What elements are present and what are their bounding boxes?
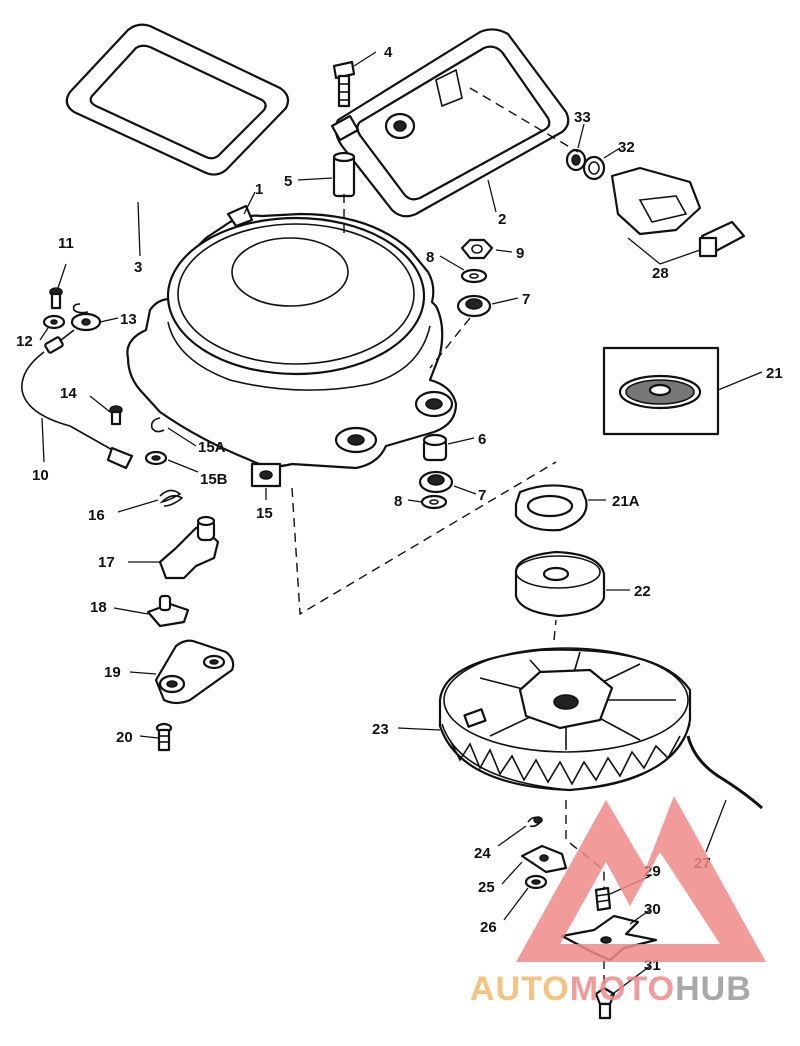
label-5: 5 bbox=[284, 173, 292, 190]
label-21: 21 bbox=[766, 365, 783, 382]
label-20: 20 bbox=[116, 729, 133, 746]
label-8-lower: 8 bbox=[394, 493, 402, 510]
label-26: 26 bbox=[480, 919, 497, 936]
label-7-upper: 7 bbox=[522, 291, 530, 308]
part-7-grommet-lower bbox=[418, 470, 454, 494]
part-17-lever bbox=[158, 515, 220, 580]
part-32-bushing bbox=[582, 155, 606, 181]
label-18: 18 bbox=[90, 599, 107, 616]
part-29-spring bbox=[594, 886, 612, 912]
label-10: 10 bbox=[32, 467, 49, 484]
leader-lines bbox=[39, 51, 763, 997]
part-26-clip bbox=[524, 874, 548, 890]
part-7-grommet-upper bbox=[456, 294, 492, 318]
part-31-screw bbox=[594, 986, 616, 1020]
label-9: 9 bbox=[516, 245, 524, 262]
watermark-triangle-icon bbox=[516, 796, 766, 962]
part-21a-retainer bbox=[514, 484, 588, 532]
part-13-clip bbox=[70, 303, 102, 332]
part-12-washer bbox=[42, 314, 66, 330]
label-4: 4 bbox=[384, 44, 393, 61]
label-6: 6 bbox=[478, 431, 486, 448]
part-2-handle-housing bbox=[330, 28, 570, 218]
part-16-spring bbox=[159, 489, 184, 507]
part-3-gasket bbox=[65, 23, 290, 176]
part-15-nut bbox=[250, 462, 282, 488]
label-11: 11 bbox=[58, 235, 74, 252]
label-1: 1 bbox=[255, 181, 263, 198]
label-17: 17 bbox=[98, 554, 115, 571]
part-15a-clip bbox=[150, 417, 165, 433]
label-7-lower: 7 bbox=[478, 487, 486, 504]
label-33: 33 bbox=[574, 109, 591, 126]
part-22-hub bbox=[514, 550, 606, 618]
watermark-text: AUTOMOTOHUB bbox=[470, 970, 752, 1008]
part-10-ground-wire bbox=[21, 329, 134, 470]
label-28: 28 bbox=[652, 265, 669, 282]
part-6-spacer bbox=[422, 433, 448, 462]
label-32: 32 bbox=[618, 139, 635, 156]
part-1-starter-housing bbox=[126, 204, 458, 470]
part-23-pulley bbox=[438, 647, 692, 792]
label-12: 12 bbox=[16, 333, 33, 350]
label-15b: 15B bbox=[200, 471, 228, 488]
part-8-washer-upper bbox=[460, 268, 488, 284]
label-15a: 15A bbox=[198, 439, 226, 456]
part-14-screw bbox=[109, 405, 123, 426]
part-19-bracket bbox=[154, 639, 235, 705]
part-18-pawl bbox=[146, 594, 190, 628]
part-11-screw bbox=[49, 287, 63, 310]
part-4-screw bbox=[332, 60, 356, 108]
label-23: 23 bbox=[372, 721, 389, 738]
part-9-nut bbox=[460, 238, 494, 260]
part-21-friction-plate bbox=[602, 346, 720, 436]
part-33-seal bbox=[565, 148, 587, 172]
label-24: 24 bbox=[474, 845, 491, 862]
label-19: 19 bbox=[104, 664, 121, 681]
part-15b-washer bbox=[144, 450, 168, 466]
label-2: 2 bbox=[498, 211, 506, 228]
label-15: 15 bbox=[256, 505, 273, 522]
part-27-rope bbox=[686, 735, 763, 810]
part-5-spacer bbox=[332, 151, 356, 198]
label-14: 14 bbox=[60, 385, 77, 402]
label-22: 22 bbox=[634, 583, 651, 600]
label-8-upper: 8 bbox=[426, 249, 434, 266]
label-25: 25 bbox=[478, 879, 495, 896]
part-8-washer-lower bbox=[420, 494, 448, 510]
label-30: 30 bbox=[644, 901, 661, 918]
label-13: 13 bbox=[120, 311, 137, 328]
watermark-logo: AUTOMOTOHUB bbox=[470, 796, 766, 1008]
label-3: 3 bbox=[134, 259, 142, 276]
part-24-spring bbox=[527, 816, 544, 828]
part-25-pawl bbox=[520, 844, 568, 874]
label-21a: 21A bbox=[612, 493, 640, 510]
part-28-handle-grip bbox=[610, 166, 746, 258]
label-16: 16 bbox=[88, 507, 105, 524]
part-20-screw bbox=[155, 722, 173, 752]
